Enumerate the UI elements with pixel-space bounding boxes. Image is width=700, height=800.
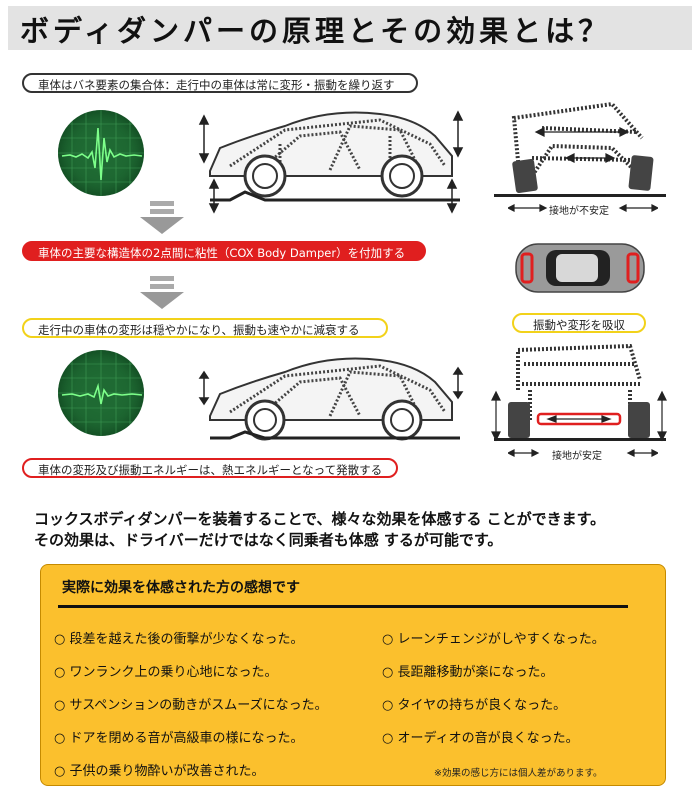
- impression-right-2: ○ 長距離移動が楽になった。: [382, 665, 554, 680]
- label-stable: 接地が安定: [552, 451, 602, 462]
- step4-label: 車体の変形及び振動エネルギーは、熱エネルギーとなって発散する: [22, 458, 398, 478]
- impression-left-2: ○ ワンランク上の乗り心地になった。: [54, 665, 278, 680]
- step3-label: 走行中の車体の変形は穏やかになり、振動も速やかに減衰する: [22, 318, 388, 338]
- step2-label: 車体の主要な構造体の2点間に粘性（COX Body Damper）を付加する: [22, 241, 426, 261]
- impression-left-5: ○ 子供の乗り物酔いが改善された。: [54, 764, 265, 779]
- impressions-title: 実際に効果を体感された方の感想です: [62, 580, 300, 596]
- impression-right-1: ○ レーンチェンジがしやすくなった。: [382, 632, 605, 647]
- car-vibration-diagram: [198, 110, 464, 214]
- message-line2: その効果は、ドライバーだけではなく同乗者も体感 するが可能です。: [34, 531, 503, 549]
- impressions-divider: [58, 605, 628, 608]
- impression-left-3: ○ サスペンションの動きがスムーズになった。: [54, 698, 328, 713]
- ground-arrows-unstable: [508, 204, 658, 212]
- individual-difference-note: ※効果の感じ方には個人差があります。: [434, 768, 603, 779]
- label-unstable: 接地が不安定: [549, 206, 609, 217]
- arrow-down-2-icon: [140, 276, 184, 309]
- vibration-scope-damped: [58, 350, 144, 436]
- spring-frame-unstable: [494, 101, 666, 197]
- spring-frame-stable: [491, 343, 667, 442]
- message-line1: コックスボディダンパーを装着することで、様々な効果を体感する ことができます。: [34, 510, 606, 528]
- impression-right-3: ○ タイヤの持ちが良くなった。: [382, 698, 567, 713]
- car-top-view-dampers: [515, 243, 645, 293]
- absorb-tag: 振動や変形を吸収: [512, 313, 646, 333]
- step1-label: 車体はバネ要素の集合体：走行中の車体は常に変形・振動を繰り返す: [22, 73, 418, 93]
- ground-arrows-stable: [508, 449, 658, 457]
- vibration-wave-strong: [58, 110, 144, 196]
- impression-left-1: ○ 段差を越えた後の衝撃が少なくなった。: [54, 632, 304, 647]
- vibration-wave-damped: [58, 350, 144, 436]
- arrow-down-1-icon: [140, 201, 184, 234]
- title-bar: [8, 6, 692, 50]
- impressions-panel: [40, 564, 666, 786]
- car-damped-diagram: [198, 357, 464, 441]
- impression-right-4: ○ オーディオの音が良くなった。: [382, 731, 579, 746]
- page-title: ボディダンパーの原理とその効果とは？: [20, 14, 612, 48]
- vibration-scope-strong: [58, 110, 144, 196]
- impression-left-4: ○ ドアを閉める音が高級車の様になった。: [54, 731, 304, 746]
